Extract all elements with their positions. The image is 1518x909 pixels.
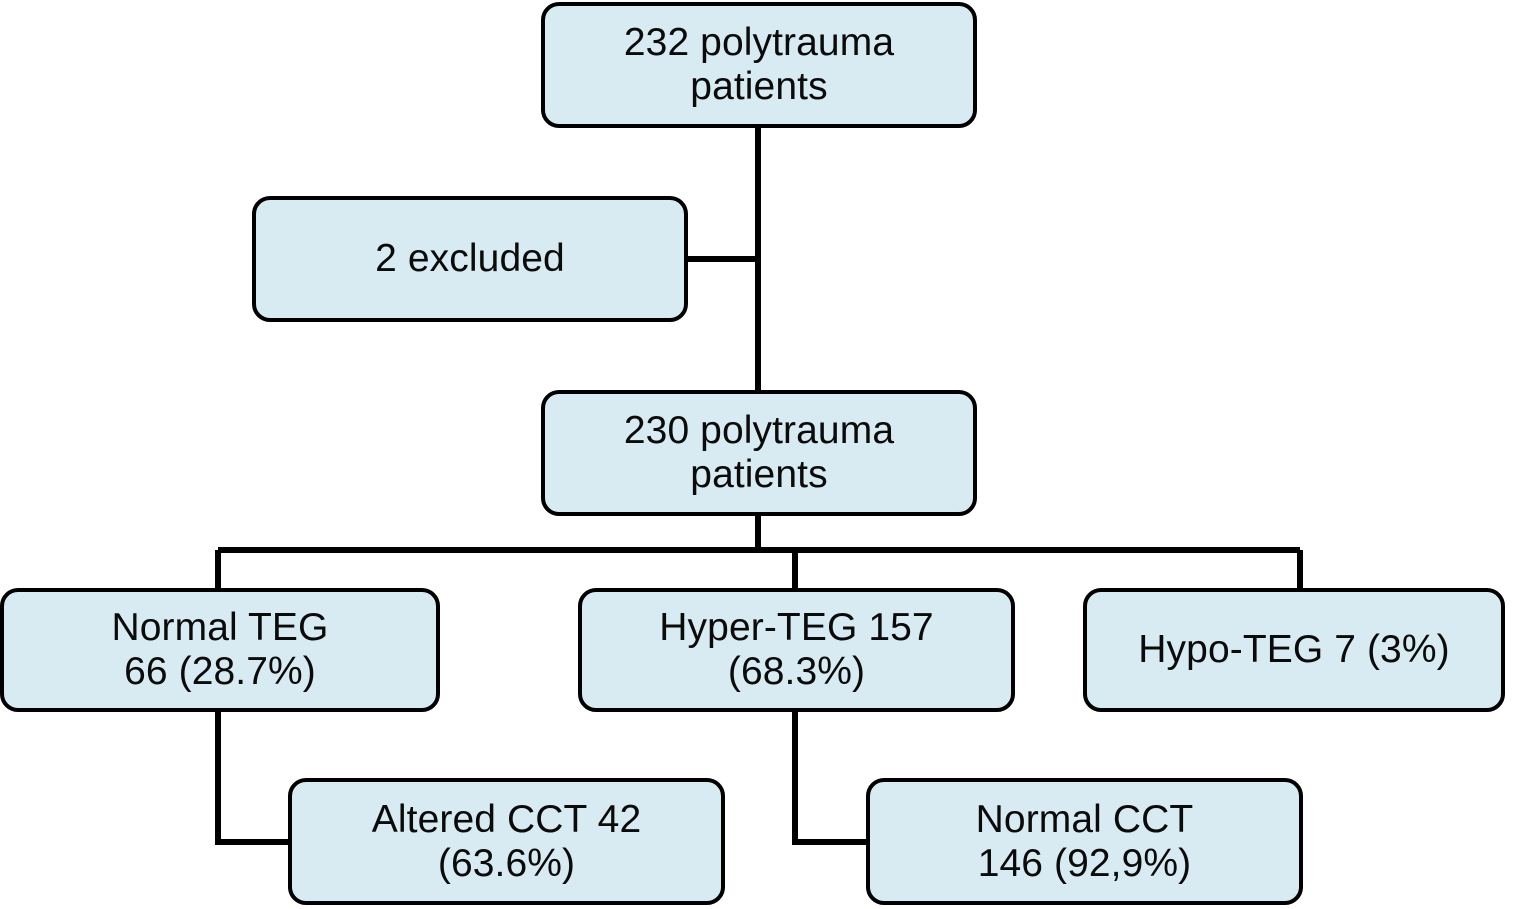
total-patients-box-label: 232 polytrauma patients <box>623 21 895 108</box>
edge-normal-teg-to-altered-cct <box>215 712 288 845</box>
hypo-teg-box-label: Hypo-TEG 7 (3%) <box>1138 628 1450 672</box>
excluded-box: 2 excluded <box>252 196 688 322</box>
altered-cct-box-label: Altered CCT 42 (63.6%) <box>371 797 642 885</box>
normal-cct-box: Normal CCT 146 (92,9%) <box>866 778 1303 905</box>
total-patients-box: 232 polytrauma patients <box>541 2 977 128</box>
hyper-teg-box-label: Hyper-TEG 157 (68.3%) <box>659 606 934 693</box>
hypo-teg-box: Hypo-TEG 7 (3%) <box>1083 588 1505 712</box>
normal-teg-box: Normal TEG 66 (28.7%) <box>0 588 440 712</box>
included-patients-box: 230 polytrauma patients <box>541 390 977 516</box>
excluded-box-label: 2 excluded <box>375 237 565 281</box>
normal-teg-box-label: Normal TEG 66 (28.7%) <box>111 606 329 693</box>
normal-cct-box-label: Normal CCT 146 (92,9%) <box>975 797 1194 885</box>
included-patients-box-label: 230 polytrauma patients <box>623 409 895 496</box>
hyper-teg-box: Hyper-TEG 157 (68.3%) <box>578 588 1015 712</box>
altered-cct-box: Altered CCT 42 (63.6%) <box>288 778 725 905</box>
edge-hyper-teg-to-normal-cct <box>792 712 866 845</box>
